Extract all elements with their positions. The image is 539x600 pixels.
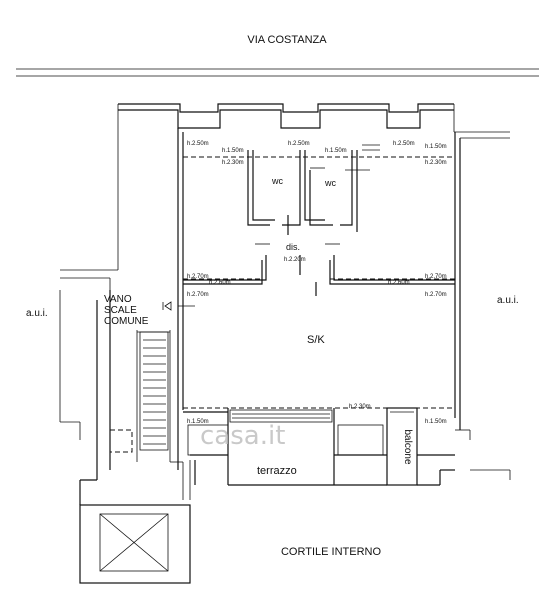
height-label: h.2.20m — [284, 257, 306, 263]
hall-walls — [183, 255, 455, 296]
height-label: h.2.30m — [222, 160, 244, 166]
lift-shaft — [79, 504, 191, 584]
height-label: h.1.50m — [187, 419, 209, 425]
living-room-label: S/K — [307, 334, 325, 346]
height-label: h.2.70m — [425, 274, 447, 280]
height-label: h.2.70m — [187, 292, 209, 298]
height-label: h.1.50m — [425, 419, 447, 425]
watermark: casa.it — [200, 421, 285, 451]
wc-right-label: wc — [324, 178, 336, 188]
height-label: h.2.60m — [209, 280, 231, 286]
terrace-label: terrazzo — [257, 465, 297, 477]
aui-left-label: a.u.i. — [26, 308, 48, 319]
wc-partitions — [247, 144, 380, 245]
courtyard-label: CORTILE INTERNO — [281, 546, 381, 558]
aui-right-label: a.u.i. — [497, 295, 519, 306]
balcony-label: balcone — [402, 429, 413, 464]
vano-label-line1: VANO — [104, 294, 132, 305]
height-label: h.2.50m — [393, 141, 415, 147]
wc-left-label: wc — [271, 176, 283, 186]
terrace — [183, 408, 387, 486]
street-label: VIA COSTANZA — [247, 34, 327, 46]
height-label: h.2.50m — [187, 141, 209, 147]
height-label: h.2.30m — [425, 160, 447, 166]
unit-walls — [177, 128, 461, 470]
street-edge — [16, 68, 539, 77]
height-label: h.2.70m — [425, 292, 447, 298]
height-label: h.1.50m — [425, 144, 447, 150]
height-label: h.2.70m — [187, 274, 209, 280]
height-label: h.2.30m — [349, 404, 371, 410]
height-label: h.2.50m — [288, 141, 310, 147]
stairwell — [59, 290, 195, 505]
height-label: h.2.60m — [388, 280, 410, 286]
balcony — [386, 407, 511, 486]
north-wall — [60, 103, 510, 290]
height-label: h.1.50m — [222, 148, 244, 154]
height-label: h.1.50m — [325, 148, 347, 154]
hall-label: dis. — [286, 242, 300, 252]
vano-label-line2: SCALE — [104, 305, 137, 316]
vano-label-line3: COMUNE — [104, 316, 149, 327]
